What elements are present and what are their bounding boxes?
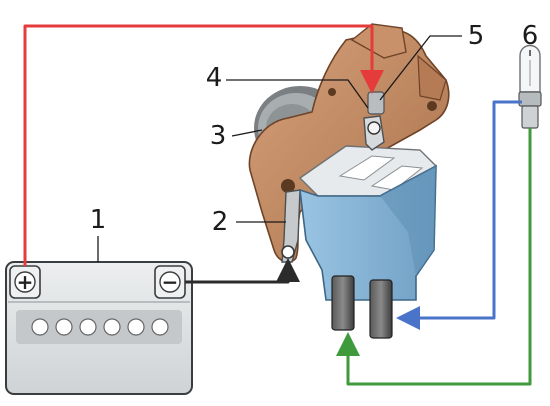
battery-cell-cap bbox=[55, 318, 73, 336]
battery-cell-cap bbox=[103, 318, 121, 336]
lamp-socket bbox=[521, 105, 539, 129]
regulator-face-shade bbox=[380, 166, 436, 276]
voltage-regulator bbox=[298, 145, 438, 339]
housing-hole bbox=[281, 179, 295, 193]
bracket-bolt bbox=[281, 245, 295, 259]
indicator-lamp bbox=[518, 44, 542, 129]
battery: + − bbox=[5, 261, 193, 395]
battery-positive-cap bbox=[14, 271, 36, 293]
leader-clamp bbox=[379, 35, 462, 101]
label-lamp: 6 bbox=[522, 21, 539, 51]
battery-negative-cap bbox=[159, 271, 181, 293]
regulator-plug-left bbox=[331, 275, 355, 331]
housing-hole bbox=[328, 88, 336, 96]
wire-positive bbox=[23, 24, 384, 266]
battery-cell-cap bbox=[31, 318, 49, 336]
battery-cell-cap bbox=[79, 318, 97, 336]
battery-positive-sign: + bbox=[17, 270, 34, 294]
label-bracket: 2 bbox=[212, 207, 229, 237]
callout-leaders bbox=[97, 35, 531, 262]
battery-cell-cap bbox=[127, 318, 145, 336]
battery-cell-caps bbox=[31, 318, 169, 336]
housing-hole bbox=[427, 101, 437, 111]
wires bbox=[23, 24, 532, 386]
leader-generator bbox=[231, 129, 263, 137]
battery-negative-sign: − bbox=[162, 270, 179, 294]
regulator-contact-strip bbox=[370, 165, 424, 191]
wire-ground bbox=[336, 128, 532, 386]
label-terminal: 4 bbox=[206, 63, 223, 93]
output-terminal bbox=[363, 91, 385, 151]
wire-lamp bbox=[396, 100, 522, 330]
label-generator: 3 bbox=[210, 121, 227, 151]
leader-terminal bbox=[226, 79, 369, 109]
lamp-base bbox=[518, 91, 542, 107]
label-battery: 1 bbox=[90, 205, 107, 235]
battery-cell-panel bbox=[16, 310, 182, 344]
housing-lug bbox=[417, 54, 447, 101]
terminal-screw bbox=[367, 121, 381, 135]
terminal-clamp bbox=[367, 91, 385, 115]
battery-cell-cap bbox=[151, 318, 169, 336]
regulator-plug-right bbox=[369, 279, 393, 339]
regulator-contact-strip bbox=[338, 155, 396, 181]
wire-negative bbox=[185, 258, 300, 284]
label-clamp: 5 bbox=[468, 21, 485, 51]
